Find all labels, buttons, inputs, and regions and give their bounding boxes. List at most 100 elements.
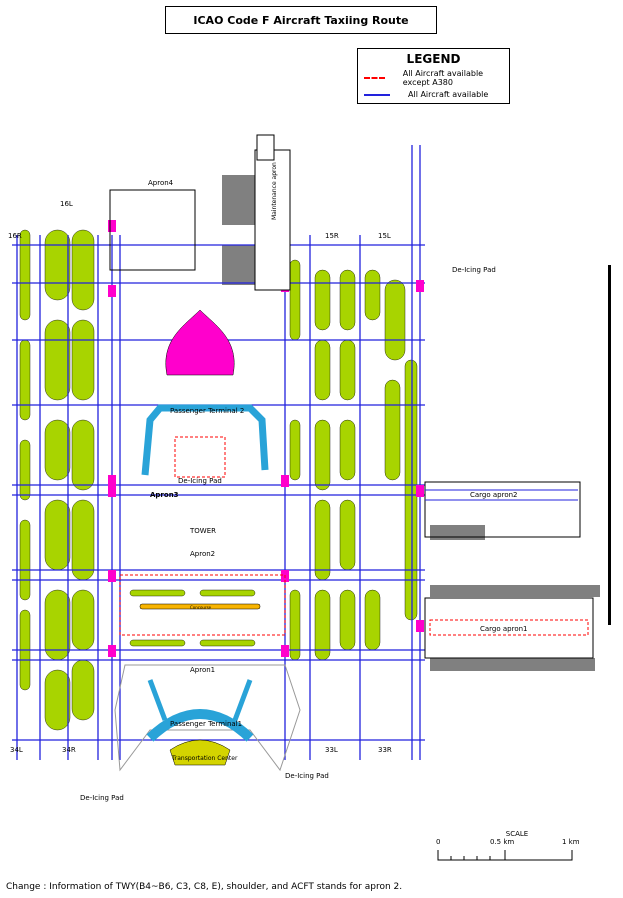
grass-island — [71, 659, 95, 721]
cargo-apron1 — [424, 597, 594, 659]
legend: LEGEND All Aircraft available except A38… — [357, 48, 510, 104]
grass-island — [339, 419, 356, 481]
deicing-pad-label: De-Icing Pad — [178, 477, 222, 485]
grass-island — [71, 589, 95, 651]
terminal2-dome — [165, 309, 235, 376]
grass-island — [19, 339, 31, 421]
holding-point — [108, 475, 116, 487]
legend-label: All Aircraft available — [408, 90, 489, 99]
holding-point — [281, 475, 289, 487]
legend-label: All Aircraft available except A380 — [402, 69, 484, 87]
terminal2-label: Passenger Terminal 2 — [170, 407, 244, 415]
apron4 — [109, 189, 196, 271]
runway-label-34L: 34L — [10, 746, 23, 754]
taxiways — [12, 145, 425, 760]
deicing-pad-restricted — [174, 436, 226, 478]
terminal2-concourse — [141, 404, 269, 476]
tower-label: TOWER — [189, 527, 216, 535]
grass-island — [364, 269, 381, 321]
scale-bar: SCALE 0 0.5 km 1 km — [432, 830, 582, 864]
grass-island — [44, 499, 71, 571]
chart-title: ICAO Code F Aircraft Taxiing Route — [165, 6, 437, 34]
building-blocks — [222, 175, 600, 671]
runway-label-15R: 15R — [325, 232, 339, 240]
legend-item-blue: All Aircraft available — [358, 90, 509, 99]
apron2-label: Apron2 — [190, 550, 215, 558]
transportation-center — [169, 739, 231, 766]
terminal1-label: Passenger Terminal1 — [170, 720, 242, 728]
grass-island — [289, 419, 301, 481]
grass-island — [314, 419, 331, 491]
grass-island — [384, 379, 401, 481]
grass-island — [384, 279, 406, 361]
grass-island — [339, 499, 356, 571]
grass-island — [314, 269, 331, 331]
holding-point — [416, 280, 424, 292]
hangar-block — [430, 585, 600, 597]
concourse-label: Concourse — [190, 605, 212, 610]
apron1 — [114, 664, 301, 772]
hangar-block — [430, 525, 485, 540]
maintenance-apron-label: Maintenance apron — [271, 162, 278, 220]
apron2-restricted-area — [119, 574, 286, 636]
red-dashed-line-icon — [364, 77, 385, 79]
grass-island — [129, 639, 186, 647]
legend-title: LEGEND — [406, 52, 461, 66]
grass-island — [44, 669, 71, 731]
hangar-block — [430, 658, 595, 671]
grass-island — [19, 519, 31, 601]
grass-island — [44, 229, 71, 301]
holding-point — [108, 220, 116, 232]
concourse — [139, 603, 261, 610]
apron4-label: Apron4 — [148, 179, 174, 187]
grass-island — [339, 589, 356, 651]
deicing-pad-label: De-Icing Pad — [80, 794, 124, 802]
grass-island — [314, 499, 331, 581]
holding-point — [108, 645, 116, 657]
runway-label-34R: 34R — [62, 746, 76, 754]
runway-label-33R: 33R — [378, 746, 392, 754]
hangar-block — [222, 175, 255, 225]
grass-island — [71, 499, 95, 581]
deicing-pad-label: De-Icing Pad — [285, 772, 329, 780]
grass-island — [339, 269, 356, 331]
holding-point — [281, 645, 289, 657]
grass-island — [364, 589, 381, 651]
edge-bar — [608, 265, 611, 625]
grass-island — [71, 319, 95, 401]
grass-island — [314, 339, 331, 401]
runway-label-16R: 16R — [8, 232, 22, 240]
holding-point — [108, 570, 116, 582]
runway-label-15L: 15L — [378, 232, 391, 240]
hangar — [256, 134, 275, 161]
scale-ticks — [437, 850, 573, 861]
maintenance-apron — [254, 149, 291, 291]
deicing-pad-label: De-Icing Pad — [452, 266, 496, 274]
legend-item-red: All Aircraft available except A380 — [358, 69, 509, 87]
scale-one: 1 km — [562, 838, 580, 846]
cargo-apron1-label: Cargo apron1 — [480, 625, 528, 633]
grass-island — [199, 639, 256, 647]
scale-zero: 0 — [436, 838, 441, 846]
grass-island — [129, 589, 186, 597]
runway-label-33L: 33L — [325, 746, 338, 754]
transportation-center-label: Transportation Center — [171, 755, 238, 762]
grass-island — [404, 359, 418, 621]
grass-island — [199, 589, 256, 597]
grass-island — [71, 419, 95, 491]
scale-title: SCALE — [505, 830, 529, 838]
apron3-label: Apron3 — [150, 491, 179, 499]
holding-point — [108, 485, 116, 497]
terminal1 — [146, 709, 254, 742]
blue-line-icon — [364, 93, 390, 96]
apron1-label: Apron1 — [190, 666, 215, 674]
grass-island — [44, 319, 71, 401]
grass-island — [19, 229, 31, 321]
footnote: Change : Information of TWY(B4~B6, C3, C… — [6, 882, 403, 892]
holding-point — [416, 620, 424, 632]
cargo-apron2-label: Cargo apron2 — [470, 491, 518, 499]
cargo-apron2 — [424, 481, 581, 538]
holding-point — [108, 285, 116, 297]
